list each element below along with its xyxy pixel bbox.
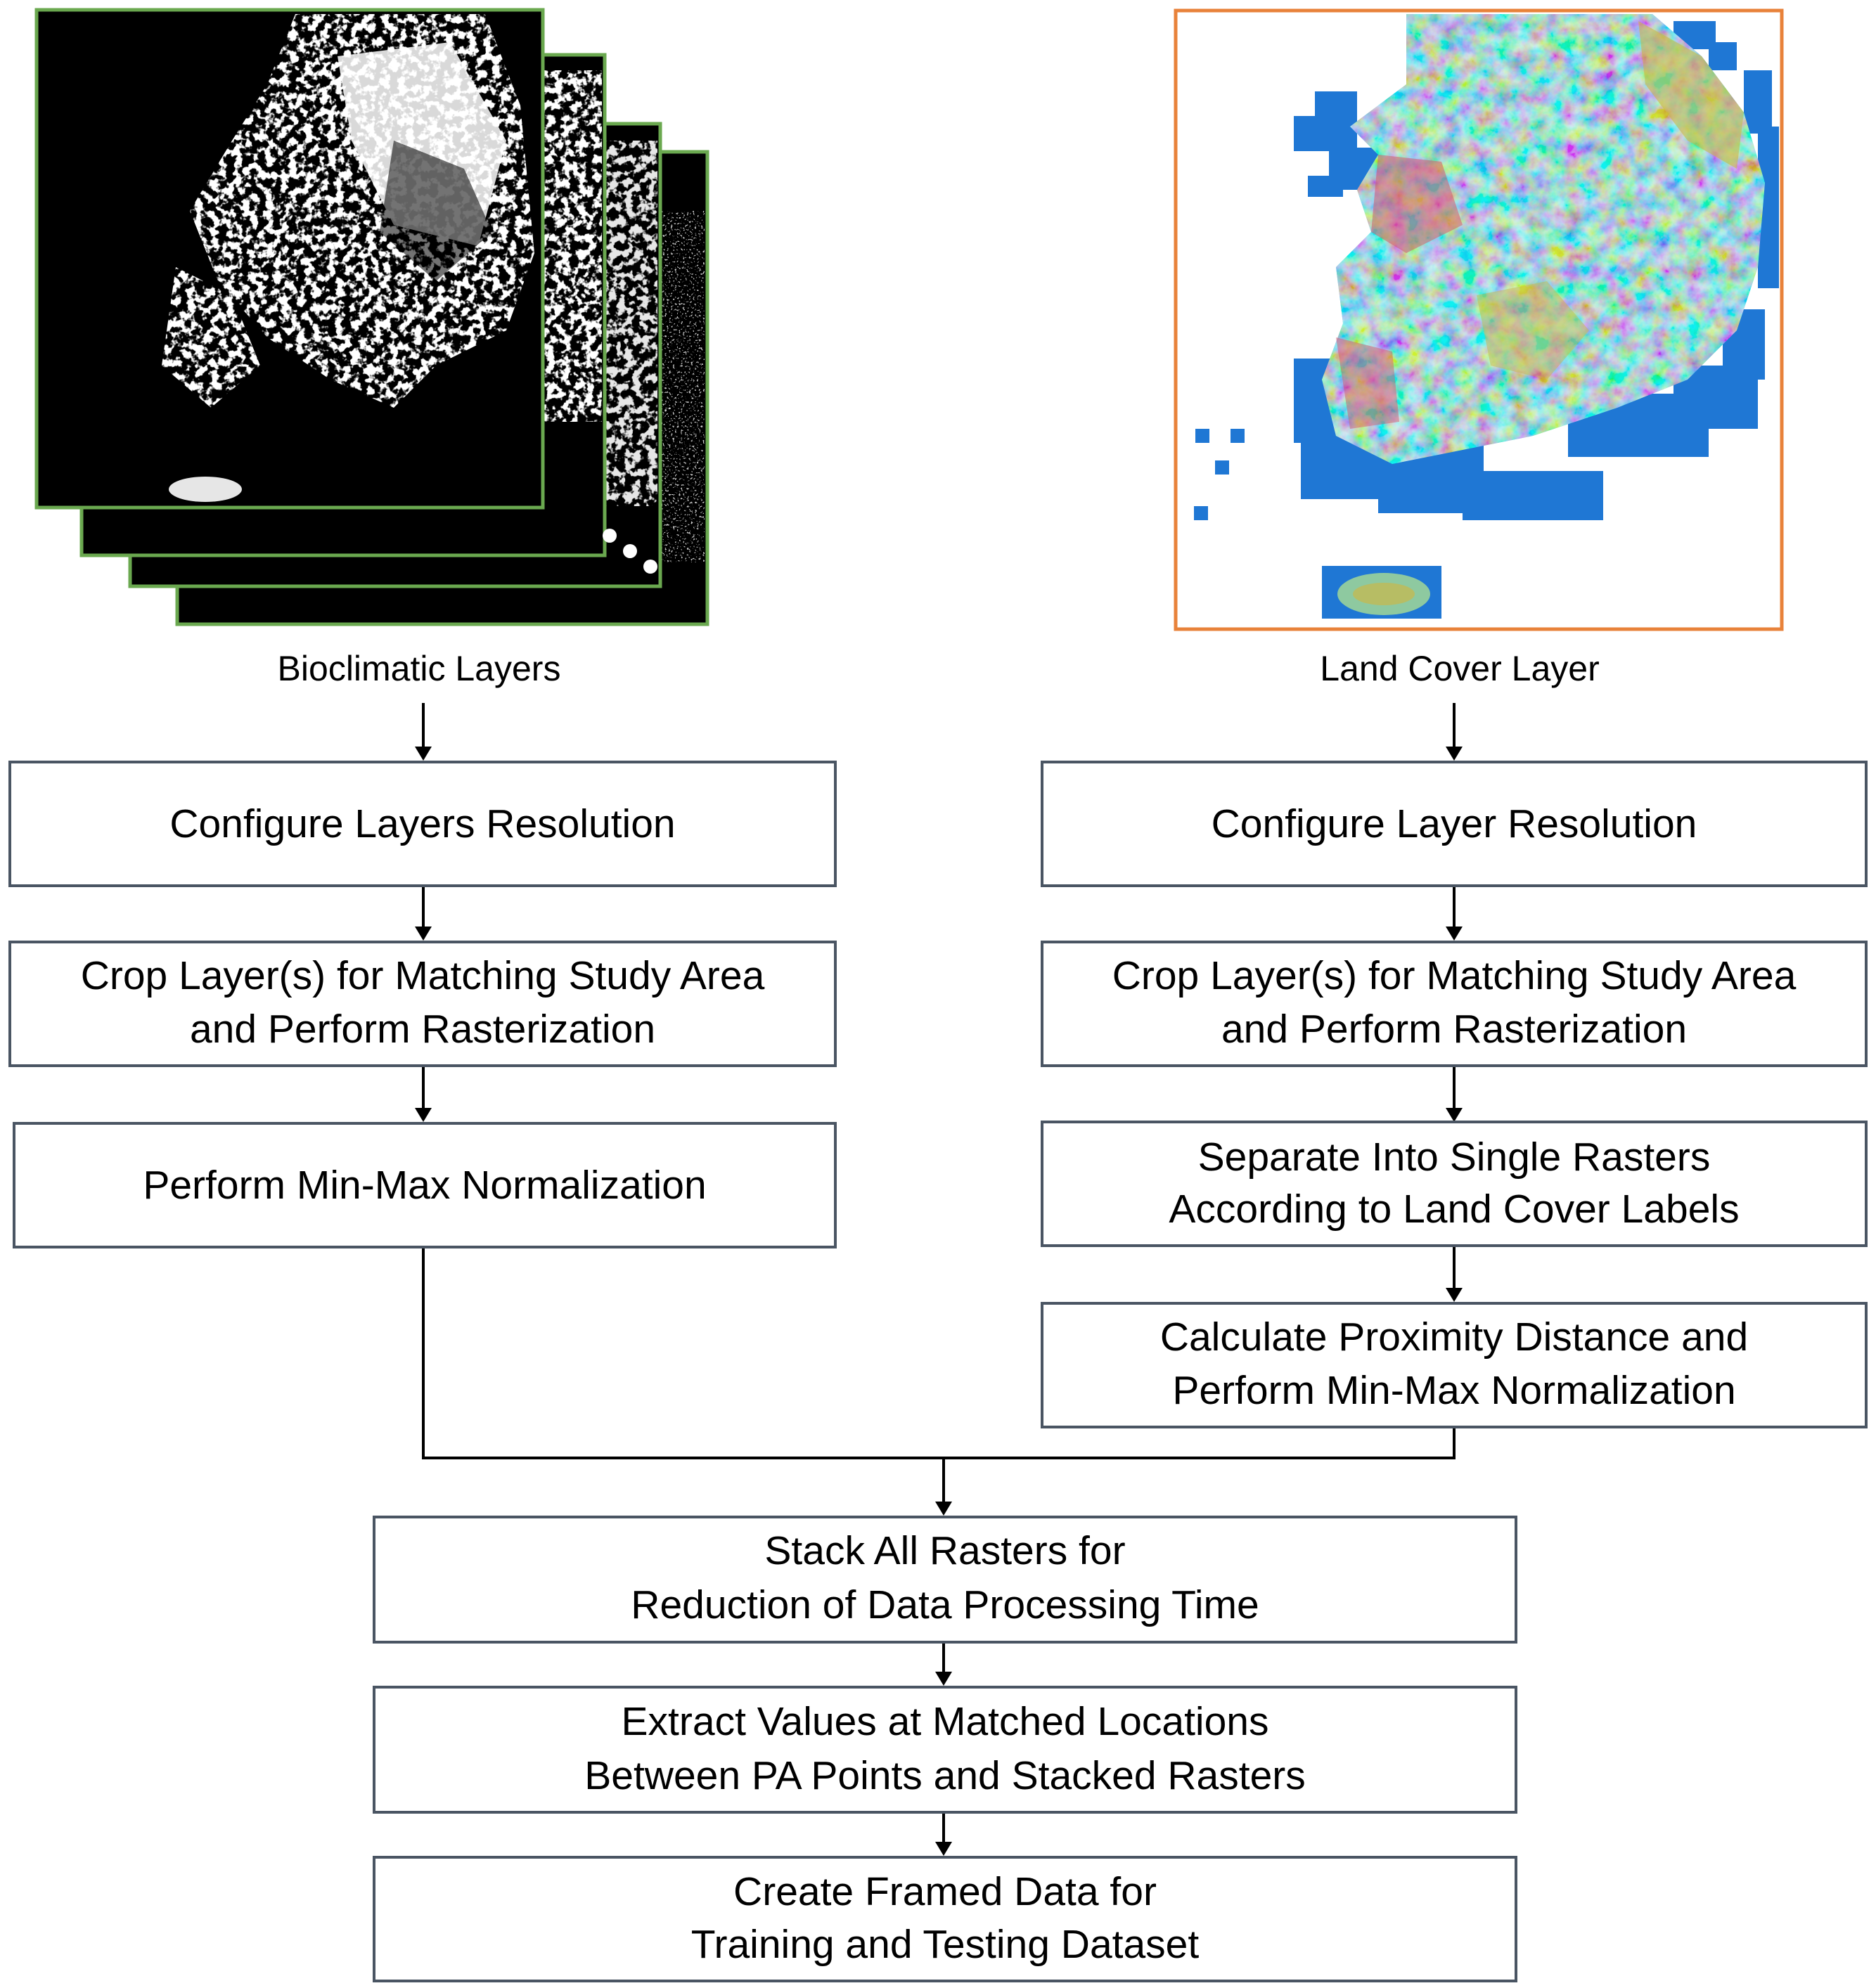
step-label-line1: Crop Layer(s) for Matching Study Area bbox=[81, 953, 765, 998]
step-label-line2: Perform Min-Max Normalization bbox=[1172, 1368, 1735, 1413]
step-label: Perform Min-Max Normalization bbox=[143, 1163, 706, 1208]
merged-step-framed-data: Create Framed Data for Training and Test… bbox=[373, 1856, 1517, 1982]
more-layers-dot bbox=[603, 529, 617, 543]
right-step-configure-resolution: Configure Layer Resolution bbox=[1041, 761, 1868, 887]
step-label-line1: Stack All Rasters for bbox=[764, 1528, 1125, 1573]
step-label-line1: Extract Values at Matched Locations bbox=[622, 1699, 1269, 1744]
step-label-line1: Separate Into Single Rasters bbox=[1198, 1135, 1711, 1180]
merge-line-left bbox=[422, 1247, 944, 1459]
step-label-line2: Training and Testing Dataset bbox=[691, 1922, 1200, 1967]
land-cover-caption: Land Cover Layer bbox=[1320, 649, 1599, 688]
step-label-line2: and Perform Rasterization bbox=[1221, 1007, 1687, 1052]
more-layers-dot bbox=[623, 544, 637, 558]
step-label-line2: According to Land Cover Labels bbox=[1169, 1187, 1739, 1232]
left-step-normalization: Perform Min-Max Normalization bbox=[13, 1122, 837, 1248]
step-label-line2: Reduction of Data Processing Time bbox=[631, 1582, 1259, 1627]
merge-line-right bbox=[944, 1427, 1456, 1459]
step-label-line2: Between PA Points and Stacked Rasters bbox=[584, 1753, 1306, 1798]
step-label-line1: Calculate Proximity Distance and bbox=[1160, 1315, 1748, 1360]
more-layers-dot bbox=[643, 560, 657, 574]
right-step-crop-rasterize: Crop Layer(s) for Matching Study Area an… bbox=[1041, 941, 1868, 1067]
step-label: Configure Layer Resolution bbox=[1212, 801, 1697, 846]
step-label-line1: Crop Layer(s) for Matching Study Area bbox=[1112, 953, 1797, 998]
land-cover-map bbox=[1174, 8, 1784, 631]
bioclimatic-caption: Bioclimatic Layers bbox=[278, 649, 561, 688]
left-step-crop-rasterize: Crop Layer(s) for Matching Study Area an… bbox=[8, 941, 837, 1067]
step-label: Configure Layers Resolution bbox=[169, 801, 675, 846]
bioclimatic-raster-stack bbox=[34, 8, 709, 626]
merged-step-stack-rasters: Stack All Rasters for Reduction of Data … bbox=[373, 1516, 1517, 1644]
step-label-line2: and Perform Rasterization bbox=[190, 1007, 655, 1052]
right-step-separate-rasters: Separate Into Single Rasters According t… bbox=[1041, 1121, 1868, 1247]
connectors bbox=[415, 703, 1463, 1856]
right-step-proximity-normalization: Calculate Proximity Distance and Perform… bbox=[1041, 1302, 1868, 1428]
step-label-line1: Create Framed Data for bbox=[733, 1869, 1157, 1914]
left-step-configure-resolution: Configure Layers Resolution bbox=[8, 761, 837, 887]
merged-step-extract-values: Extract Values at Matched Locations Betw… bbox=[373, 1686, 1517, 1814]
